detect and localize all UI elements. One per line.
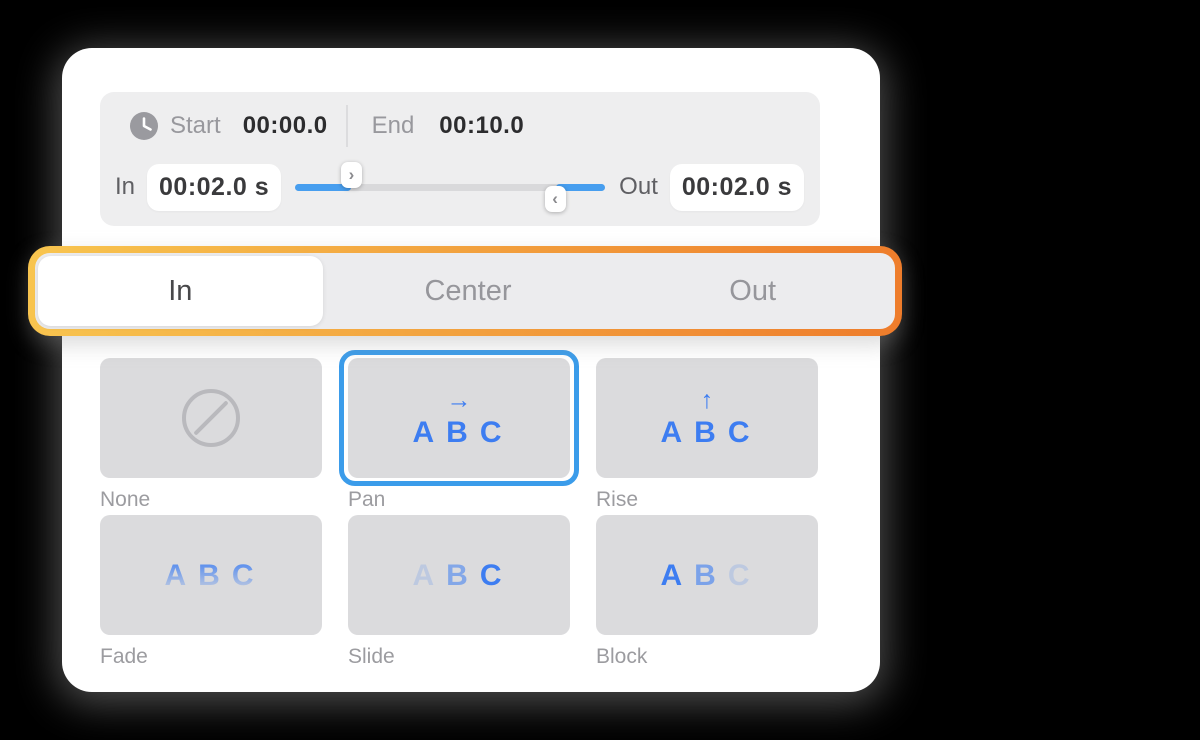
end-value: 00:10.0	[439, 112, 525, 139]
in-duration-field[interactable]: 00:02.0 s	[147, 163, 282, 211]
tab-center[interactable]: Center	[424, 274, 512, 307]
divider	[345, 105, 348, 147]
tile-label: None	[100, 488, 151, 511]
out-slider-handle[interactable]: ‹	[544, 185, 566, 212]
tile-label: Block	[596, 645, 648, 668]
slider-in-fill	[295, 183, 351, 191]
in-out-duration-slider[interactable]: › ‹	[295, 161, 606, 212]
start-label: Start	[170, 112, 221, 139]
out-duration-label: Out	[619, 173, 658, 200]
in-out-duration-row: In 00:02.0 s › ‹ Out 00:02.0 s	[100, 161, 820, 212]
none-tile[interactable]	[100, 358, 322, 478]
tile-label: Pan	[348, 488, 386, 511]
clock-icon	[130, 112, 158, 140]
animation-option-none: None	[100, 358, 322, 512]
tab-out[interactable]: Out	[729, 274, 777, 307]
timing-panel: Start 00:00.0 End 00:10.0 In 00:02.0 s ›	[100, 92, 820, 226]
in-slider-handle[interactable]: ›	[340, 161, 362, 188]
tile-label: Fade	[100, 645, 148, 668]
position-tabs-highlight-ring: In Center Out	[28, 246, 902, 336]
slider-out-fill	[555, 183, 606, 191]
in-duration-label: In	[115, 173, 136, 200]
slider-track[interactable]	[295, 183, 606, 191]
chevron-left-icon: ‹	[552, 189, 558, 208]
arrow-right-icon: →	[446, 385, 472, 414]
arrow-up-icon: ↑	[700, 385, 714, 414]
out-duration-field[interactable]: 00:02.0 s	[669, 163, 804, 211]
chevron-right-icon: ›	[348, 165, 355, 184]
tab-in[interactable]: In	[38, 256, 323, 326]
end-label: End	[371, 112, 415, 139]
no-animation-icon	[182, 389, 240, 447]
tile-label: Slide	[348, 645, 395, 668]
text-animation-panel: Start 00:00.0 End 00:10.0 In 00:02.0 s ›	[62, 48, 880, 692]
start-value: 00:00.0	[242, 112, 328, 139]
tile-label: Rise	[596, 488, 639, 511]
position-tabs: In Center Out	[35, 253, 895, 329]
start-end-row: Start 00:00.0 End 00:10.0	[100, 105, 820, 147]
